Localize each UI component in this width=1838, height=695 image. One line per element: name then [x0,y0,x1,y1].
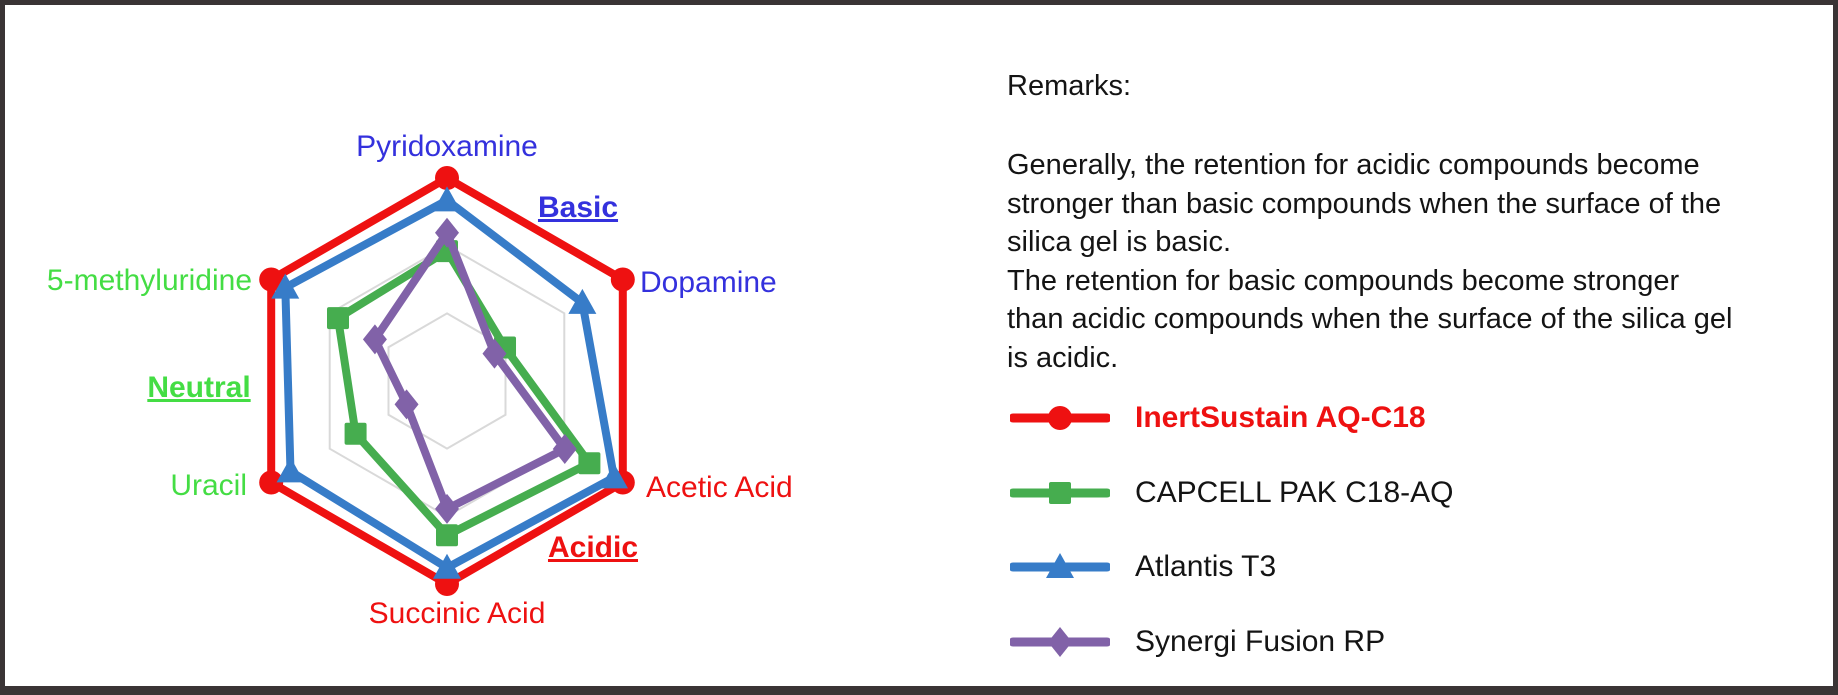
group-label: Acidic [548,531,638,564]
axis-label: Pyridoxamine [356,130,538,163]
legend-item: InertSustain AQ-C18 [1010,381,1710,456]
axis-label: Acetic Acid [646,471,793,504]
legend-marker-diamond [1010,627,1110,658]
axis-label: 5-methyluridine [47,264,252,297]
legend-label: InertSustain AQ-C18 [1135,401,1426,435]
legend-marker-circle [1010,406,1110,431]
data-point-marker [435,166,459,190]
data-point-marker [344,422,367,445]
data-point-marker [600,463,629,489]
legend-marker-triangle [1010,553,1110,579]
data-point-marker [327,307,350,330]
axis-label: Uracil [170,469,247,502]
data-point-marker [362,324,387,355]
data-point-marker [433,553,461,579]
legend-item: Synergi Fusion RP [1010,605,1710,680]
remarks-body: Generally, the retention for acidic comp… [1007,149,1733,374]
remarks-title: Remarks: [1007,70,1132,102]
data-point-marker [271,273,300,299]
data-point-marker [276,457,305,483]
data-point-marker [482,338,507,369]
group-label: Neutral [147,371,250,404]
data-point-marker [433,186,461,212]
data-point-marker [436,524,458,547]
data-point-marker [578,452,601,475]
series-line [334,247,594,540]
legend-label: Atlantis T3 [1135,550,1277,584]
legend-marker-square [1010,481,1110,504]
data-point-marker [610,267,635,292]
data-point-marker [259,470,284,495]
data-point-marker [1049,481,1071,504]
data-point-marker [1048,627,1072,658]
legend-item: Atlantis T3 [1010,530,1710,605]
data-point-marker [259,267,284,292]
legend-label: CAPCELL PAK C18-AQ [1135,475,1454,509]
legend-item: CAPCELL PAK C18-AQ [1010,456,1710,531]
group-label: Basic [538,191,618,224]
data-point-marker [435,217,459,248]
axis-label: Succinic Acid [369,597,546,630]
data-point-marker [1046,553,1074,579]
data-point-marker [1048,406,1072,431]
data-point-marker [568,288,597,314]
data-point-marker [435,493,459,524]
data-point-marker [394,389,419,420]
legend-label: Synergi Fusion RP [1135,625,1386,659]
axis-label: Dopamine [640,266,777,299]
data-point-marker [552,434,577,465]
